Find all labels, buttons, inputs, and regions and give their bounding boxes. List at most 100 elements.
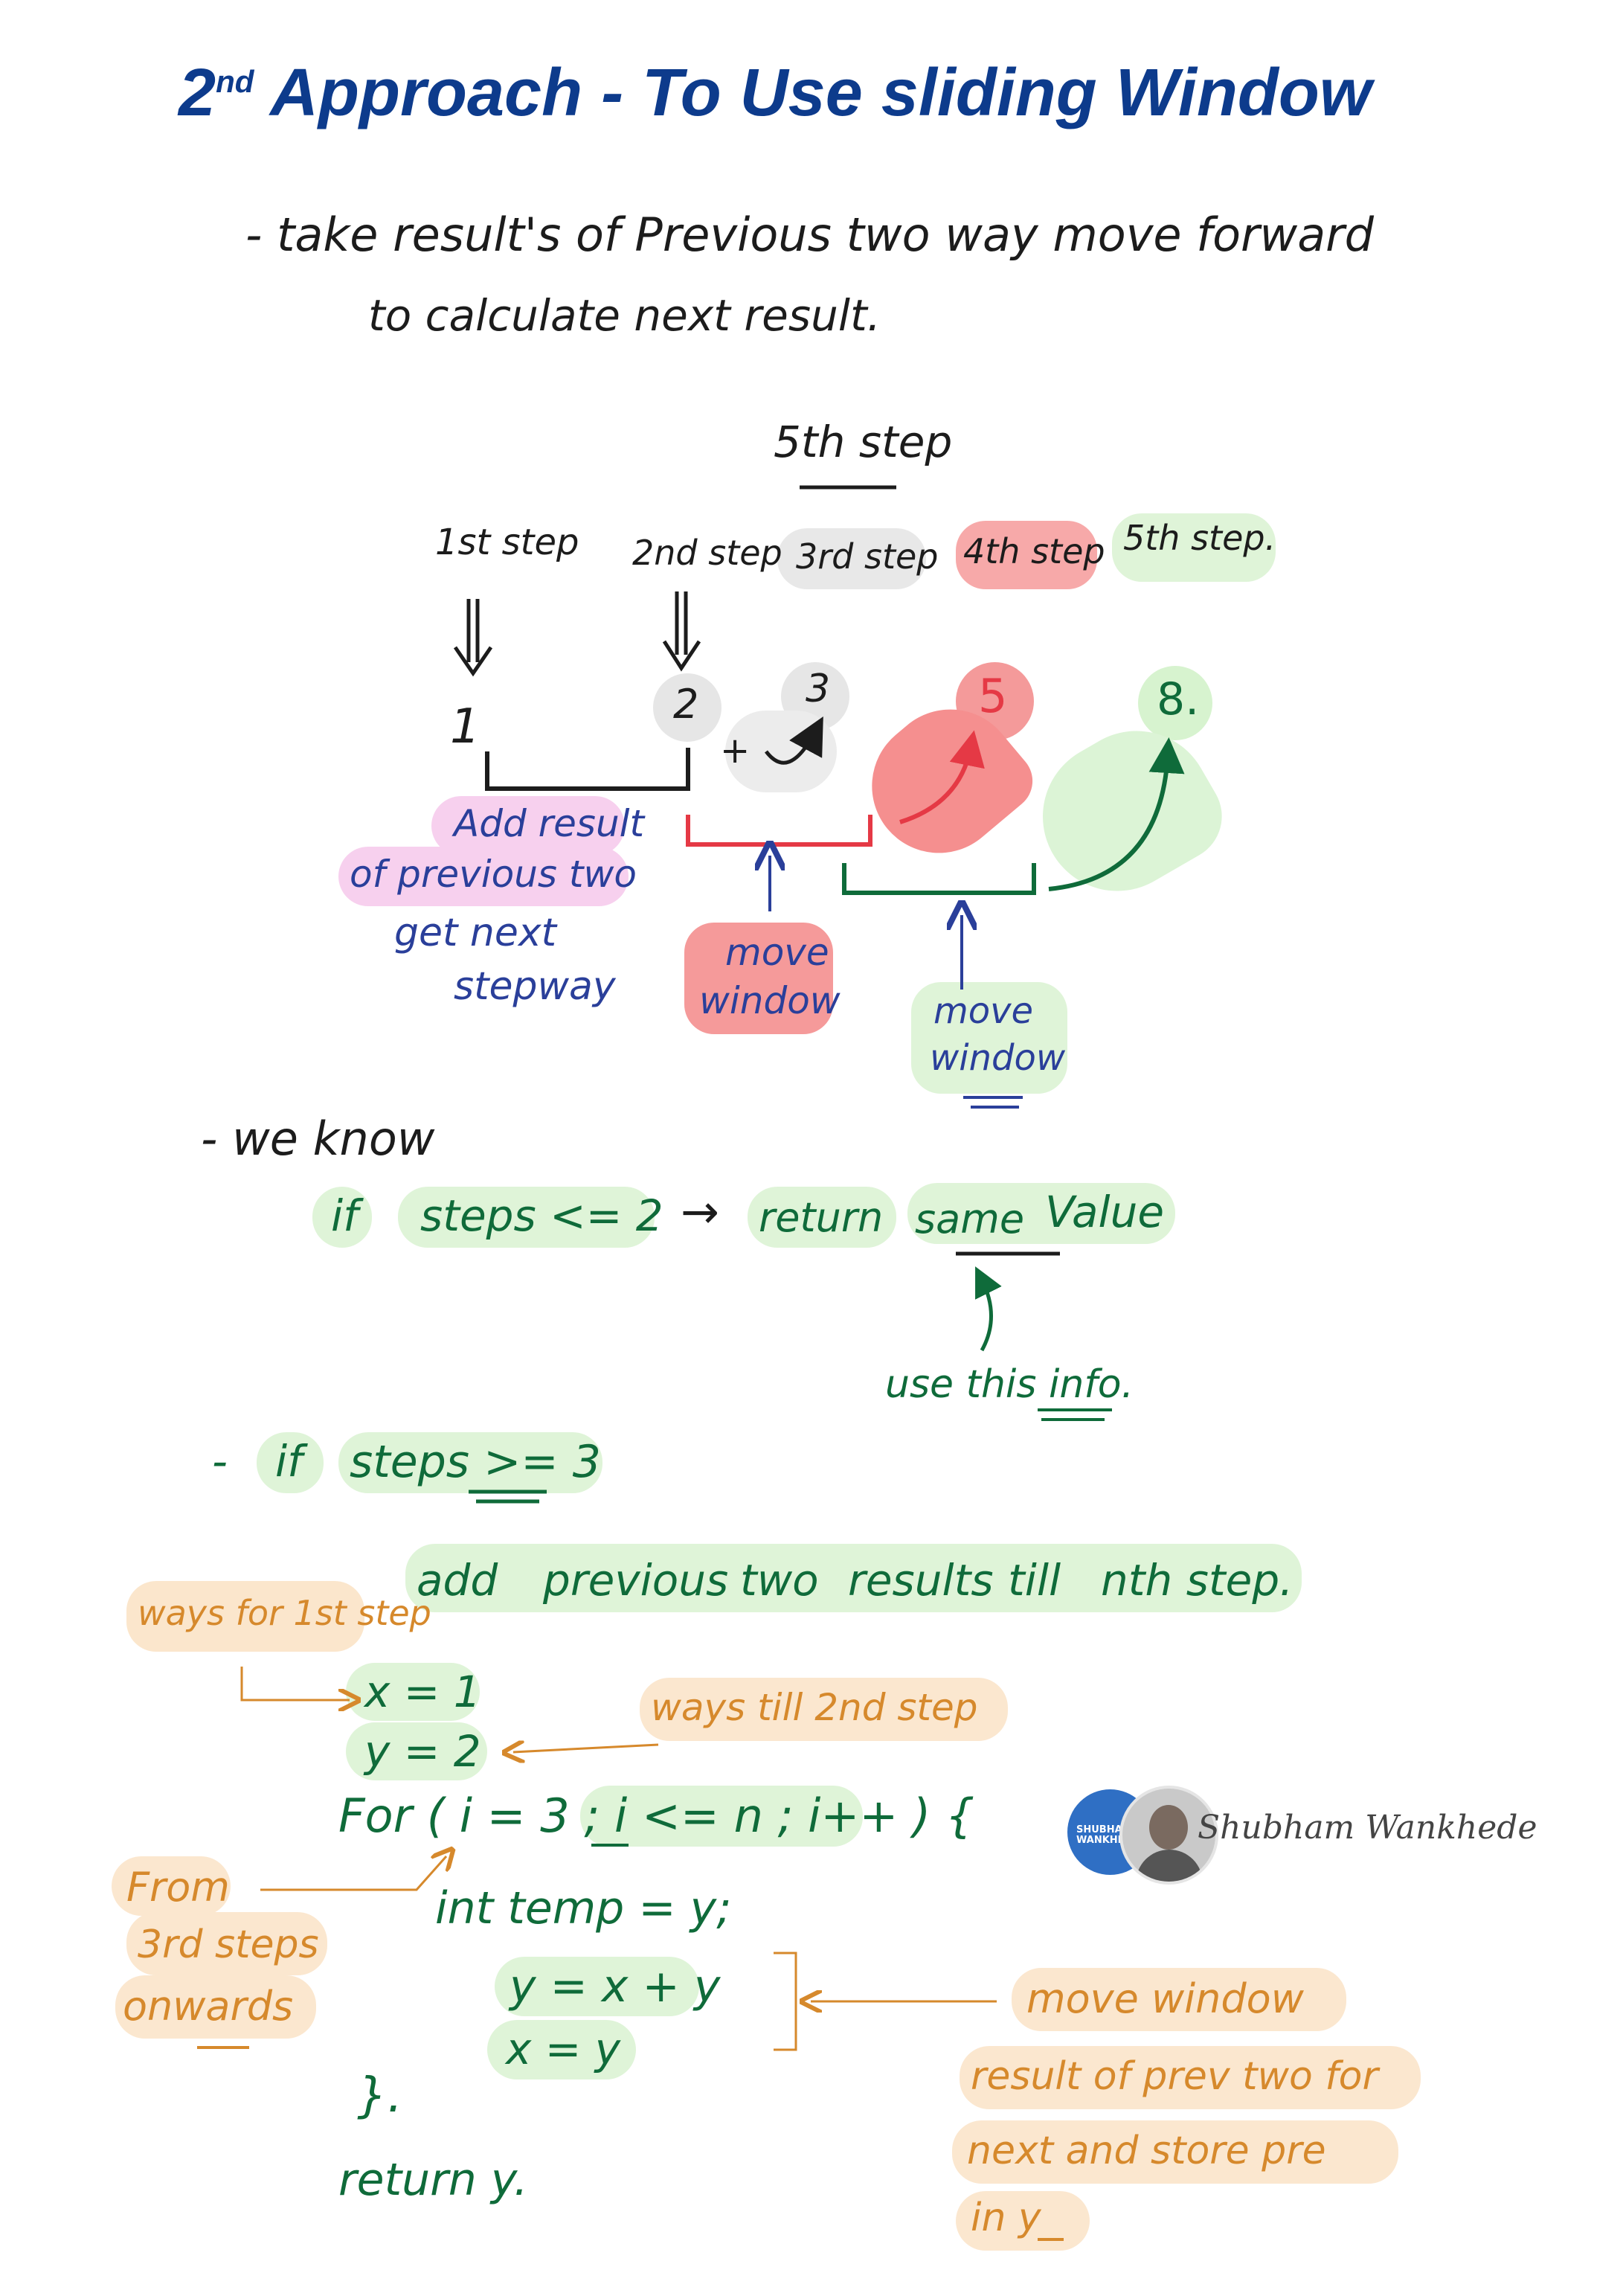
highlight-3rd-step xyxy=(777,528,926,589)
step-label-2: 2nd step xyxy=(632,533,782,573)
highlight-explain xyxy=(405,1544,1302,1612)
highlight-value-2 xyxy=(653,673,721,742)
explain-results: results xyxy=(848,1555,994,1606)
arrow-from-icon xyxy=(260,1856,446,1891)
down-arrow-2-icon xyxy=(662,591,701,672)
highlight-5th-step xyxy=(1112,513,1276,582)
bracket-black xyxy=(485,748,690,791)
we-know-same: same xyxy=(915,1196,1025,1242)
from-label: From xyxy=(126,1864,230,1911)
step-value-3: 3 xyxy=(806,667,831,711)
code-y-init: y = 2 xyxy=(364,1726,481,1777)
step-label-5: 5th step. xyxy=(1123,518,1276,558)
highlight-same-value xyxy=(907,1183,1175,1244)
move-window-red-window: window xyxy=(699,979,841,1022)
step-value-1: 1 xyxy=(450,699,481,754)
title-text: Approach - To Use sliding Window xyxy=(270,56,1372,130)
next-store-note: next and store pre xyxy=(967,2129,1326,2173)
move-window-note: move window xyxy=(1026,1975,1304,2022)
highlight-return xyxy=(748,1187,896,1248)
curved-arrow-red-icon xyxy=(899,730,985,824)
highlight-add-result xyxy=(431,796,625,856)
highlight-if xyxy=(312,1187,372,1248)
bracket-green xyxy=(842,863,1036,895)
we-know-if: if xyxy=(331,1190,359,1241)
ways-first-step: ways for 1st step xyxy=(138,1593,431,1633)
highlight-y2 xyxy=(346,1722,487,1780)
highlight-value-8 xyxy=(1138,666,1212,740)
intro-line-2: to calculate next result. xyxy=(368,290,881,341)
intro-line-1: - take result's of Previous two way move… xyxy=(245,208,1375,262)
step-value-5: 5 xyxy=(978,669,1008,723)
highlight-onwards xyxy=(115,1975,316,2039)
highlight-prev-two xyxy=(338,847,629,906)
highlight-from xyxy=(112,1856,231,1916)
highlight-move-window-note xyxy=(1012,1968,1346,2031)
use-this-info: use this info. xyxy=(885,1362,1134,1407)
third-steps-label: 3rd steps xyxy=(138,1923,319,1967)
note-get-next: get next xyxy=(394,911,557,955)
ge3-underline xyxy=(469,1489,547,1504)
explain-till: till xyxy=(1008,1555,1061,1606)
explain-nth: nth step. xyxy=(1101,1555,1293,1606)
code-x-assign: x = y xyxy=(506,2024,621,2074)
ways-till-second-step: ways till 2nd step xyxy=(651,1686,978,1729)
highlight-ways-first xyxy=(126,1581,364,1652)
note-stepway: stepway xyxy=(454,964,616,1009)
move-window-red-move: move xyxy=(725,931,829,974)
explain-previous: previous xyxy=(543,1555,729,1606)
move-window-green-move: move xyxy=(933,990,1034,1032)
step-label-1: 1st step xyxy=(435,522,579,563)
avatar xyxy=(1119,1786,1218,1885)
highlight-3rd-steps xyxy=(126,1912,327,1975)
plus-sign: + xyxy=(720,730,751,772)
title-prefix: 2 xyxy=(179,56,216,130)
step-value-8: 8. xyxy=(1157,673,1200,725)
explain-add: add xyxy=(417,1555,498,1606)
we-know-condition: steps <= 2 xyxy=(420,1190,663,1241)
highlight-if2 xyxy=(257,1432,324,1493)
highlight-condition xyxy=(398,1187,655,1248)
arrow-right-icon: → xyxy=(681,1184,719,1239)
down-arrow-1-icon xyxy=(453,599,493,677)
explain-two: two xyxy=(740,1555,819,1606)
bracket-red xyxy=(686,815,872,847)
arrow-ways-second-icon xyxy=(513,1745,659,1752)
page-title: 2nd Approach - To Use sliding Window xyxy=(179,60,1372,126)
info-underline xyxy=(1038,1408,1112,1421)
highlight-xy xyxy=(487,2020,636,2079)
highlight-steps-ge3 xyxy=(338,1432,602,1493)
curved-arrow-green-icon xyxy=(1048,737,1185,891)
step-value-2: 2 xyxy=(673,681,699,728)
highlight-next-store xyxy=(952,2120,1398,2184)
highlight-x1 xyxy=(346,1663,480,1721)
dash-if-ge3: - xyxy=(212,1436,228,1487)
in-y-note: in y xyxy=(971,2196,1041,2240)
window-underline-1 xyxy=(963,1096,1023,1109)
highlight-ways-second xyxy=(640,1678,1008,1741)
note-previous-two: of previous two xyxy=(350,853,637,896)
result-prev-two-note: result of prev two for xyxy=(971,2054,1378,2099)
signature-name: Shubham Wankhede xyxy=(1198,1809,1537,1847)
code-for-loop: For ( i = 3 ; i <= n ; i++ ) { xyxy=(338,1789,975,1843)
we-know-value: Value xyxy=(1045,1187,1165,1237)
move-window-green-window: window xyxy=(930,1037,1066,1079)
code-x-init: x = 1 xyxy=(364,1667,481,1717)
if-ge3-condition: steps >= 3 xyxy=(350,1436,601,1488)
code-y-sum: y = x + y xyxy=(510,1960,721,2013)
highlight-for-cond xyxy=(580,1786,863,1847)
highlight-move-window-green xyxy=(911,982,1067,1094)
up-arrow-info-icon xyxy=(975,1266,1002,1352)
highlight-result-prev xyxy=(960,2046,1421,2109)
we-know-label: - we know xyxy=(201,1112,435,1166)
diagram-heading: 5th step xyxy=(774,417,953,467)
code-close: }. xyxy=(357,2068,403,2123)
highlight-in-y xyxy=(956,2191,1090,2251)
if-ge3-if: if xyxy=(275,1436,303,1487)
code-return: return y. xyxy=(338,2154,528,2206)
avatar-head-icon xyxy=(1149,1805,1188,1850)
highlight-4th-step xyxy=(956,521,1097,589)
step-label-3: 3rd step xyxy=(796,536,939,577)
curved-arrow-gray-icon xyxy=(765,716,823,765)
